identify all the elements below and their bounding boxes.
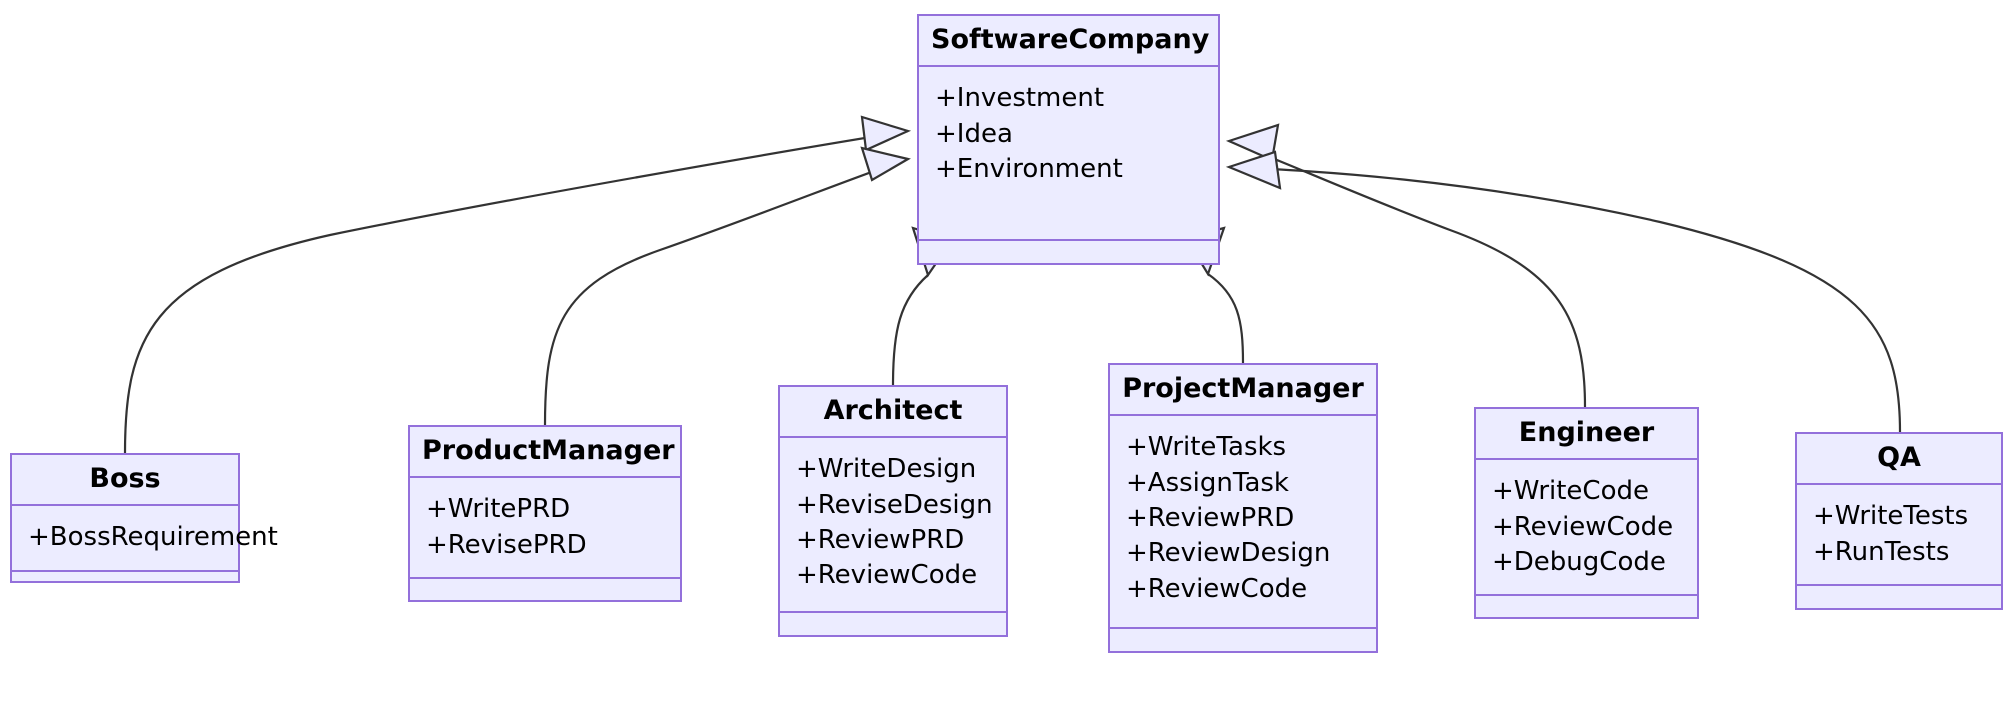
class-methods xyxy=(12,572,238,594)
class-title: ProductManager xyxy=(410,427,680,479)
class-title: Engineer xyxy=(1476,409,1697,461)
class-attribute: +ReviewCode xyxy=(796,560,978,591)
class-attribute: +ReviewCode xyxy=(1492,511,1674,542)
class-attributes: +BossRequirement xyxy=(12,506,278,572)
class-attribute: +WriteTests xyxy=(1813,501,1969,532)
edge-product-manager-to-software-company xyxy=(543,146,911,426)
class-methods xyxy=(1110,629,1376,651)
class-attribute: +AssignTask xyxy=(1126,467,1289,498)
class-attribute: +WriteTasks xyxy=(1126,432,1287,463)
class-attribute: +RunTests xyxy=(1813,536,1950,567)
class-attributes: +WriteTasks +AssignTask +ReviewPRD +Revi… xyxy=(1110,416,1376,629)
class-attribute: +ReviewCode xyxy=(1126,573,1308,604)
class-methods xyxy=(1797,586,2001,608)
class-attributes: +WritePRD +RevisePRD xyxy=(410,478,680,580)
class-title: Architect xyxy=(780,387,1006,439)
class-attribute: +ReviewPRD xyxy=(796,525,965,556)
class-methods xyxy=(410,579,680,601)
class-node-software-company[interactable]: SoftwareCompany +Investment +Idea +Envir… xyxy=(917,14,1220,265)
hollow-triangle-arrowhead xyxy=(860,146,911,182)
class-node-engineer[interactable]: Engineer +WriteCode +ReviewCode +DebugCo… xyxy=(1474,407,1699,619)
class-node-boss[interactable]: Boss +BossRequirement xyxy=(10,453,278,583)
class-attribute: +RevisePRD xyxy=(426,529,587,560)
class-attribute: +Environment xyxy=(935,154,1123,185)
class-attributes: +Investment +Idea +Environment xyxy=(919,67,1218,241)
class-attributes: +WriteDesign +ReviseDesign +ReviewPRD +R… xyxy=(780,438,1006,613)
class-node-project-manager[interactable]: ProjectManager +WriteTasks +AssignTask +… xyxy=(1108,363,1378,653)
class-attribute: +ReviewDesign xyxy=(1126,538,1331,569)
class-methods xyxy=(1476,596,1697,618)
class-title: SoftwareCompany xyxy=(919,16,1218,68)
class-node-product-manager[interactable]: ProductManager +WritePRD +RevisePRD xyxy=(408,425,682,602)
class-title: Boss xyxy=(12,455,238,507)
class-attribute: +BossRequirement xyxy=(28,522,278,553)
class-title: QA xyxy=(1797,434,2001,486)
class-attributes: +WriteCode +ReviewCode +DebugCode xyxy=(1476,460,1697,597)
class-node-architect[interactable]: Architect +WriteDesign +ReviseDesign +Re… xyxy=(778,385,1008,637)
class-methods xyxy=(919,241,1218,263)
hollow-triangle-arrowhead xyxy=(1225,123,1280,162)
class-node-qa[interactable]: QA +WriteTests +RunTests xyxy=(1795,432,2003,610)
class-methods xyxy=(780,613,1006,635)
class-attribute: +Idea xyxy=(935,118,1013,149)
class-attribute: +WriteCode xyxy=(1492,476,1649,507)
class-attribute: +DebugCode xyxy=(1492,547,1666,578)
class-attribute: +Investment xyxy=(935,83,1105,114)
class-title: ProjectManager xyxy=(1110,365,1376,417)
hollow-triangle-arrowhead xyxy=(1225,150,1282,190)
class-attribute: +WriteDesign xyxy=(796,454,977,485)
class-attribute: +WritePRD xyxy=(426,494,571,525)
class-attribute: +ReviseDesign xyxy=(796,489,993,520)
class-attribute: +ReviewPRD xyxy=(1126,503,1295,534)
hollow-triangle-arrowhead xyxy=(860,115,912,152)
class-attributes: +WriteTests +RunTests xyxy=(1797,485,2001,587)
